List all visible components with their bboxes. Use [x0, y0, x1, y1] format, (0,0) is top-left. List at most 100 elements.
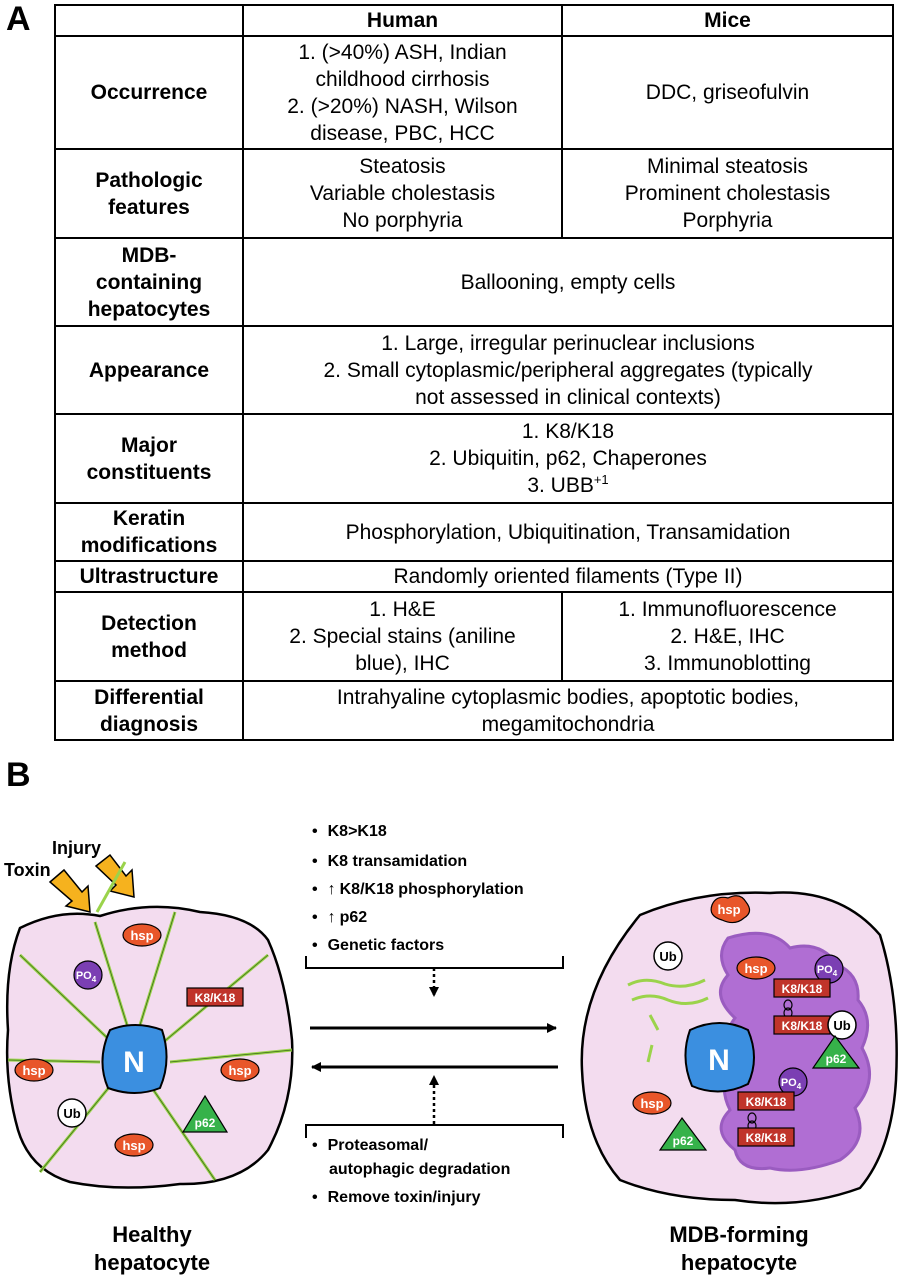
svg-text:hsp: hsp: [640, 1096, 663, 1111]
table-row: Detection method 1. H&E 2. Special stain…: [54, 591, 894, 682]
svg-text:hsp: hsp: [122, 1138, 145, 1153]
hsp-icon: hsp: [14, 1058, 54, 1082]
svg-text:K8/K18: K8/K18: [746, 1095, 787, 1109]
row-label-constituents: Major constituents: [54, 413, 244, 504]
forward-factor-1: •K8>K18: [312, 823, 387, 840]
mdb-nucleus: [684, 1022, 755, 1093]
table-row: Keratin modifications Phosphorylation, U…: [54, 502, 894, 562]
header-mice: Mice: [561, 4, 894, 37]
ub-icon: Ub: [57, 1098, 87, 1128]
svg-text:hsp: hsp: [130, 928, 153, 943]
occurrence-human: 1. (>40%) ASH, Indian childhood cirrhosi…: [242, 35, 563, 150]
table-row: Ultrastructure Randomly oriented filamen…: [54, 560, 894, 593]
table-row: MDB- containing hepatocytes Ballooning, …: [54, 237, 894, 327]
k8k18-icon: K8/K18: [737, 1091, 795, 1111]
mdb-label-line2: hepatocyte: [681, 1250, 797, 1275]
detection-human: 1. H&E 2. Special stains (aniline blue),…: [242, 591, 563, 682]
hsp-icon: hsp: [122, 923, 162, 947]
svg-text:K8/K18: K8/K18: [746, 1131, 787, 1145]
disrupted-filaments: [627, 978, 709, 1063]
occurrence-mice: DDC, griseofulvin: [561, 35, 894, 150]
differential-value: Intrahyaline cytoplasmic bodies, apoptot…: [242, 680, 894, 741]
svg-text:p62: p62: [195, 1116, 216, 1130]
ultrastructure-value: Randomly oriented filaments (Type II): [242, 560, 894, 593]
hsp-aggregated-icon: hsp: [710, 895, 751, 924]
detection-mice: 1. Immunofluorescence 2. H&E, IHC 3. Imm…: [561, 591, 894, 682]
row-label-detection: Detection method: [54, 591, 244, 682]
p62-icon: p62: [658, 1116, 708, 1151]
row-label-ultrastructure: Ultrastructure: [54, 560, 244, 593]
reverse-factor-2: •Remove toxin/injury: [312, 1189, 481, 1206]
appearance-value: 1. Large, irregular perinuclear inclusio…: [242, 325, 894, 415]
constituents-line3: 3. UBB+1: [248, 472, 888, 499]
ubb-text: 3. UBB: [527, 474, 594, 497]
mdb-cells-value: Ballooning, empty cells: [242, 237, 894, 327]
table-row: Differential diagnosis Intrahyaline cyto…: [54, 680, 894, 741]
forward-factor-4: •↑p62: [312, 909, 367, 926]
reverse-factors-list: •Proteasomal/ autophagic degradation •Re…: [312, 1137, 510, 1206]
svg-text:K8/K18: K8/K18: [782, 1019, 823, 1033]
svg-text:Ub: Ub: [833, 1018, 850, 1033]
k8k18-icon: K8/K18: [773, 978, 831, 998]
svg-text:Ub: Ub: [659, 949, 676, 964]
svg-text:hsp: hsp: [717, 902, 740, 917]
forward-factor-2: •K8 transamidation: [312, 853, 467, 870]
table-row: Pathologic features Steatosis Variable c…: [54, 148, 894, 239]
panel-a-label: A: [6, 0, 31, 38]
hsp-icon: hsp: [736, 956, 776, 980]
svg-text:PO4: PO4: [76, 970, 97, 984]
constituents-lines: 1. K8/K18 2. Ubiquitin, p62, Chaperones: [429, 420, 707, 470]
p62-icon: p62: [811, 1034, 861, 1069]
healthy-label-line1: Healthy: [112, 1222, 192, 1247]
svg-text:hsp: hsp: [22, 1063, 45, 1078]
table-row: Major constituents 1. K8/K18 2. Ubiquiti…: [54, 413, 894, 504]
row-label-differential: Differential diagnosis: [54, 680, 244, 741]
po4-icon: PO4: [778, 1067, 808, 1097]
k8k18-icon: K8/K18: [186, 987, 244, 1007]
pathologic-mice: Minimal steatosis Prominent cholestasis …: [561, 148, 894, 239]
reverse-factor-1b: autophagic degradation: [329, 1161, 510, 1178]
table-row: Occurrence 1. (>40%) ASH, Indian childho…: [54, 35, 894, 150]
healthy-nucleus: [101, 1024, 168, 1094]
forward-bracket: [305, 956, 564, 969]
mdb-nucleus-label: N: [708, 1044, 730, 1077]
healthy-label-line2: hepatocyte: [94, 1250, 210, 1275]
table-row: Appearance 1. Large, irregular perinucle…: [54, 325, 894, 415]
reverse-bracket: [305, 1124, 564, 1138]
forward-factors-list: •K8>K18 •K8 transamidation •↑K8/K18 phos…: [312, 823, 524, 954]
mdb-comparison-table: Human Mice Occurrence 1. (>40%) ASH, Ind…: [54, 4, 894, 741]
po4-icon: PO4: [73, 960, 103, 990]
forward-factor-5: •Genetic factors: [312, 937, 444, 954]
header-human: Human: [242, 4, 563, 37]
p62-icon: p62: [181, 1094, 229, 1133]
svg-text:hsp: hsp: [744, 961, 767, 976]
row-label-keratin-mods: Keratin modifications: [54, 502, 244, 562]
keratin-mods-value: Phosphorylation, Ubiquitination, Transam…: [242, 502, 894, 562]
hsp-icon: hsp: [632, 1091, 672, 1115]
table-header-row: Human Mice: [54, 4, 894, 37]
row-label-occurrence: Occurrence: [54, 35, 244, 150]
k8k18-icon: K8/K18: [773, 1015, 831, 1035]
pathologic-human: Steatosis Variable cholestasis No porphy…: [242, 148, 563, 239]
constituents-value: 1. K8/K18 2. Ubiquitin, p62, Chaperones …: [242, 413, 894, 504]
svg-text:PO4: PO4: [817, 964, 838, 978]
hsp-icon: hsp: [220, 1058, 260, 1082]
svg-text:PO4: PO4: [781, 1077, 802, 1091]
forward-factor-3: •↑K8/K18 phosphorylation: [312, 881, 524, 898]
panel-b-label: B: [6, 756, 31, 794]
injury-label: Injury: [52, 838, 101, 858]
ub-icon: Ub: [827, 1010, 857, 1040]
svg-text:hsp: hsp: [228, 1063, 251, 1078]
toxin-label: Toxin: [4, 860, 51, 880]
row-label-pathologic: Pathologic features: [54, 148, 244, 239]
po4-icon: PO4: [814, 954, 844, 984]
reverse-factor-1: •Proteasomal/: [312, 1137, 429, 1154]
svg-text:Ub: Ub: [63, 1106, 80, 1121]
mdb-label-line1: MDB-forming: [669, 1222, 808, 1247]
nucleus-label: N: [123, 1046, 145, 1079]
header-empty-cell: [54, 4, 244, 37]
svg-text:p62: p62: [673, 1134, 694, 1148]
mdb-hepatocyte: hsp Ub N hsp hsp PO4 K8/K18 K8/K18 Ub p6…: [580, 891, 898, 1205]
healthy-hepatocyte: N hsp hsp hsp hsp PO4 K8/K18 Ub p62: [5, 861, 294, 1189]
ub-icon: Ub: [653, 941, 683, 971]
